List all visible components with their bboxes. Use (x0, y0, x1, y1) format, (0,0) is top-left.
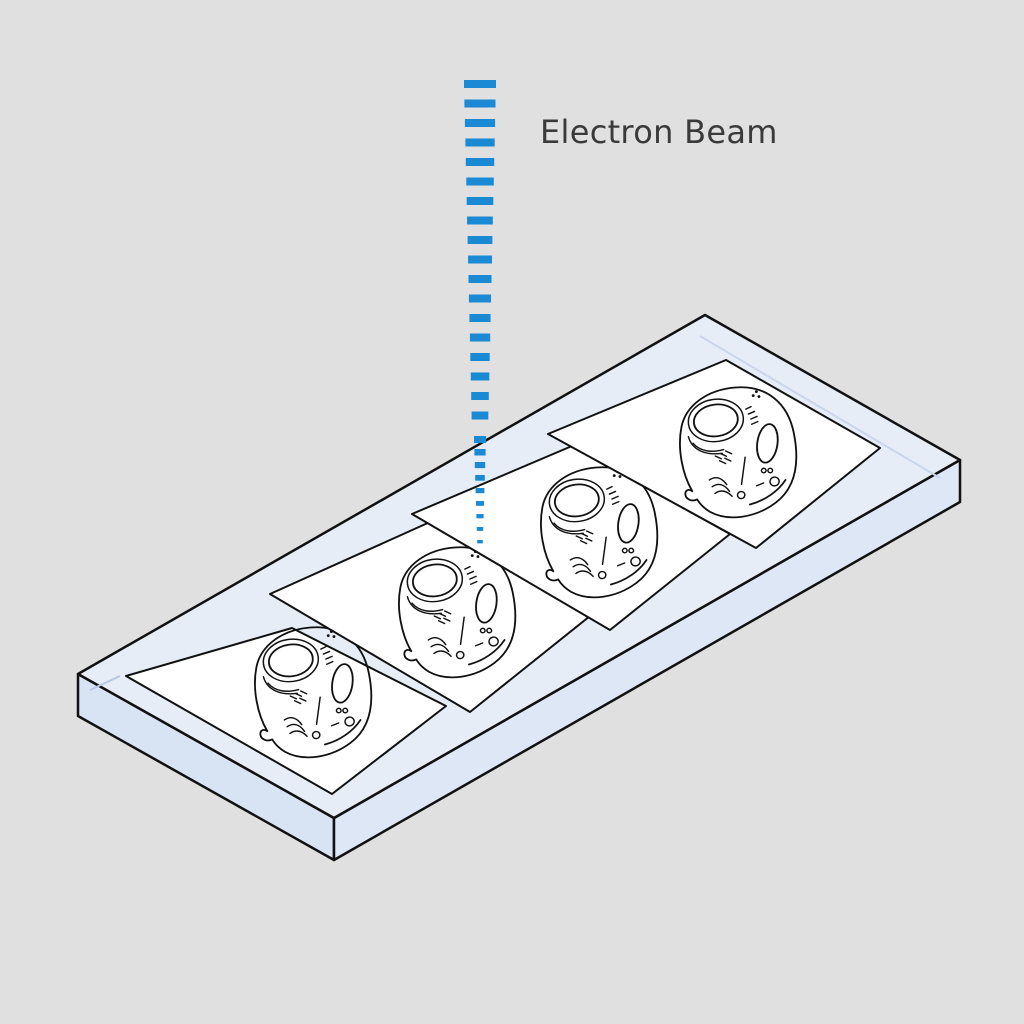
beam-dash-thin (477, 540, 483, 544)
beam-dash (468, 294, 491, 303)
beam-dash-thin (475, 475, 485, 481)
slide-highlight-2 (699, 335, 941, 479)
beam-dash (470, 353, 490, 361)
beam-dash (470, 372, 490, 381)
beam-dash (469, 314, 491, 322)
beam-dash (471, 411, 489, 420)
beam-dash-thin (476, 501, 484, 506)
beam-dash (464, 119, 496, 127)
beam-dash (469, 333, 491, 342)
beam-dash (471, 392, 489, 400)
beam-dash (467, 236, 493, 244)
beam-dash (466, 177, 494, 186)
electron-beam-label: Electron Beam (540, 113, 778, 151)
electron-beam-through-section (474, 436, 486, 544)
beam-dash (465, 158, 495, 166)
section-sheet-1 (125, 619, 447, 795)
beam-dash (467, 216, 493, 225)
beam-dash (468, 275, 492, 283)
beam-dash-thin (475, 488, 485, 494)
beam-dash (464, 80, 496, 88)
beam-dash-thin (474, 449, 486, 456)
electron-beam (464, 80, 496, 420)
slide-highlight (89, 675, 121, 691)
beam-dash-thin (474, 462, 486, 469)
beam-dash-thin (474, 436, 486, 443)
beam-dash (466, 197, 494, 205)
beam-dash-thin (476, 514, 484, 519)
beam-dash (465, 138, 495, 147)
beam-dash (468, 255, 492, 264)
beam-dash (464, 99, 496, 108)
section-sheet-4 (547, 359, 881, 549)
beam-dash-thin (476, 527, 484, 531)
